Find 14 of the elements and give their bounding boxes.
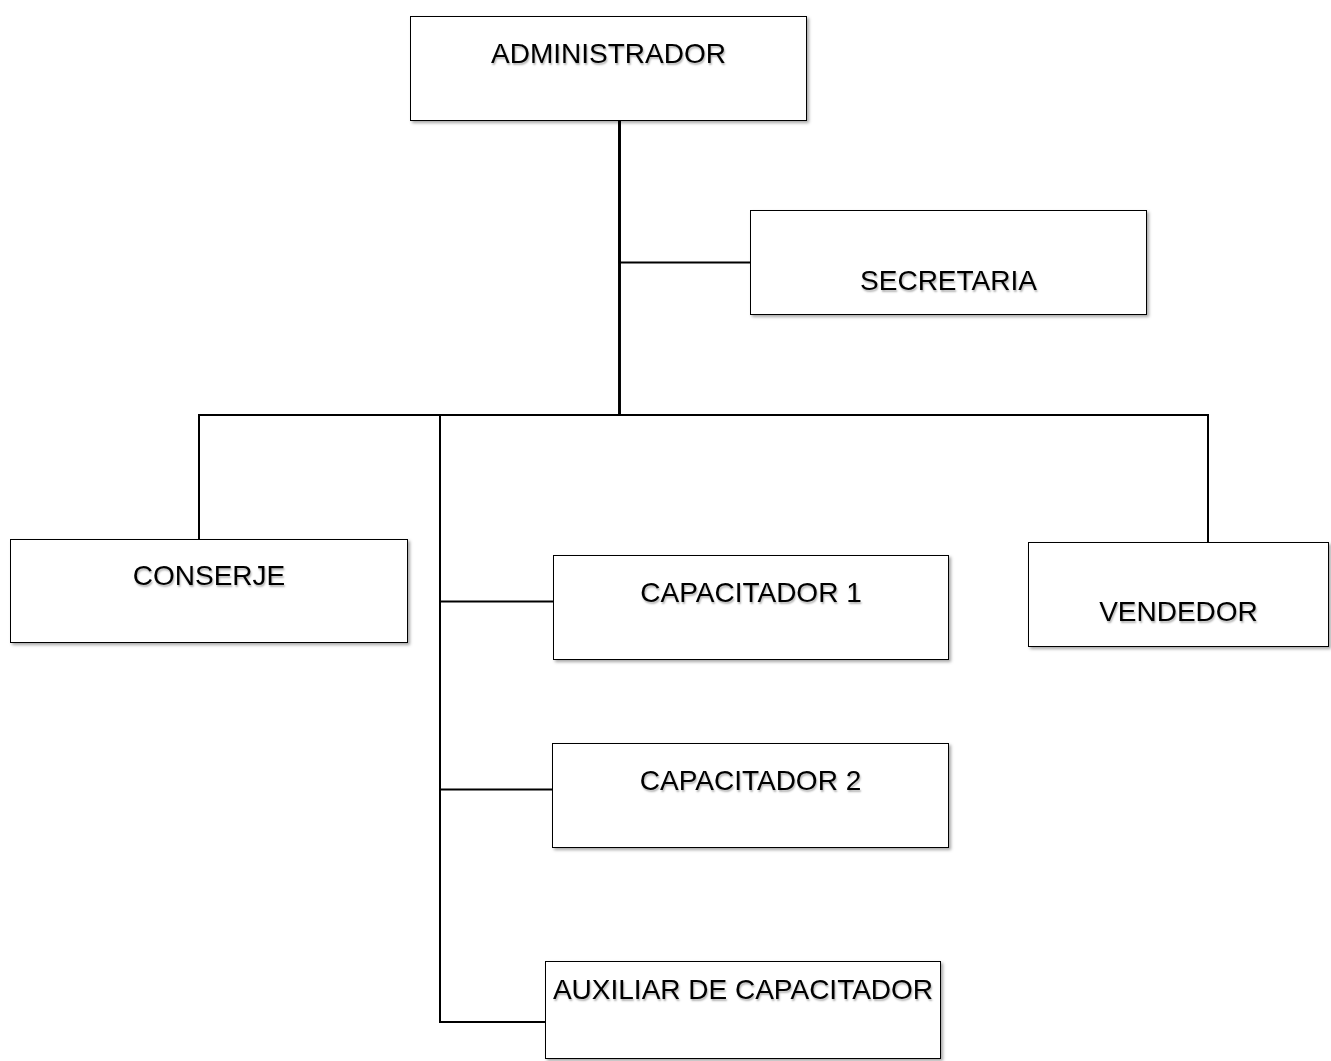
org-box <box>1028 542 1329 647</box>
role-label: CONSERJE <box>132 559 286 593</box>
role-label: CAPACITADOR 1 <box>640 576 862 610</box>
org-box <box>553 555 949 660</box>
org-box <box>545 961 941 1059</box>
org-box <box>552 743 949 848</box>
org-box <box>10 539 408 643</box>
role-label: AUXILIAR DE CAPACITADOR <box>552 973 934 1007</box>
role-label: CAPACITADOR 2 <box>639 764 862 798</box>
role-label: VENDEDOR <box>1099 595 1258 629</box>
role-label: ADMINISTRADOR <box>491 37 726 71</box>
role-label: SECRETARIA <box>860 264 1037 298</box>
org-box <box>750 210 1147 315</box>
org-box <box>410 16 807 121</box>
